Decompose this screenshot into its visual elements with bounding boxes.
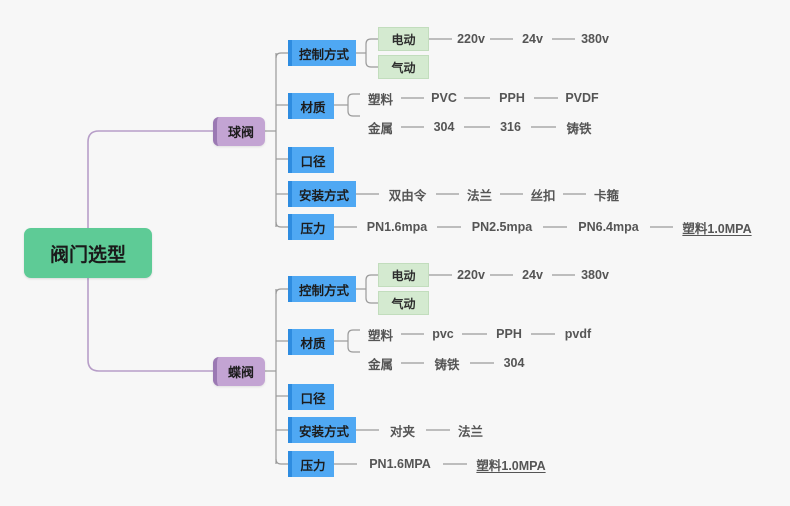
leaf-install-3-ball[interactable]: 丝扣 [530,188,556,203]
leaf-pvdf-butterfly[interactable]: pvdf [564,327,592,341]
node-pressure-ball[interactable]: 压力 [288,214,334,240]
chip-pneumatic-butterfly[interactable]: 气动 [378,291,429,315]
branch-node-butterfly-valve[interactable]: 蝶阀 [213,357,265,386]
leaf-plastic-ball[interactable]: 塑料 [367,92,393,107]
leaf-pph-butterfly[interactable]: PPH [496,327,522,341]
node-install-mode-butterfly[interactable]: 安装方式 [288,417,356,443]
leaf-pressure-2-ball[interactable]: PN2.5mpa [471,220,533,234]
node-install-mode-ball[interactable]: 安装方式 [288,181,356,207]
chip-electric-butterfly[interactable]: 电动 [378,263,429,287]
node-diameter-butterfly[interactable]: 口径 [288,384,334,410]
leaf-metal-ball[interactable]: 金属 [367,121,393,136]
leaf-pvc-ball[interactable]: PVC [431,91,457,105]
node-pressure-butterfly[interactable]: 压力 [288,451,334,477]
leaf-plastic-butterfly[interactable]: 塑料 [367,328,393,343]
chip-pneumatic-ball[interactable]: 气动 [378,55,429,79]
leaf-voltage-220v-ball[interactable]: 220v [457,32,485,46]
leaf-install-4-ball[interactable]: 卡箍 [593,188,619,203]
leaf-install-1-butterfly[interactable]: 对夹 [389,424,415,439]
leaf-install-2-butterfly[interactable]: 法兰 [457,424,483,439]
leaf-voltage-380v-ball[interactable]: 380v [581,32,609,46]
leaf-metal-butterfly[interactable]: 金属 [367,357,393,372]
leaf-voltage-220v-butterfly[interactable]: 220v [457,268,485,282]
leaf-voltage-24v-ball[interactable]: 24v [522,32,543,46]
leaf-install-2-ball[interactable]: 法兰 [466,188,492,203]
leaf-voltage-380v-butterfly[interactable]: 380v [581,268,609,282]
leaf-pph-ball[interactable]: PPH [499,91,525,105]
node-control-mode-ball[interactable]: 控制方式 [288,40,356,66]
leaf-pressure-1-ball[interactable]: PN1.6mpa [366,220,428,234]
leaf-pressure-3-ball[interactable]: PN6.4mpa [578,220,639,234]
leaf-316-ball[interactable]: 316 [500,120,521,134]
leaf-pressure-4-ball[interactable]: 塑料1.0MPA [682,221,752,236]
leaf-pressure-2-butterfly[interactable]: 塑料1.0MPA [476,458,546,473]
leaf-pressure-1-butterfly[interactable]: PN1.6MPA [369,457,431,471]
leaf-304-ball[interactable]: 304 [433,120,455,134]
leaf-pvc-butterfly[interactable]: pvc [432,327,454,341]
node-diameter-ball[interactable]: 口径 [288,147,334,173]
root-node[interactable]: 阀门选型 [24,228,152,278]
node-control-mode-butterfly[interactable]: 控制方式 [288,276,356,302]
node-material-ball[interactable]: 材质 [288,93,334,119]
leaf-cast-iron-butterfly[interactable]: 铸铁 [434,357,460,372]
chip-electric-ball[interactable]: 电动 [378,27,429,51]
leaf-304-butterfly[interactable]: 304 [503,356,525,370]
leaf-pvdf-ball[interactable]: PVDF [565,91,599,105]
node-material-butterfly[interactable]: 材质 [288,329,334,355]
leaf-cast-iron-ball[interactable]: 铸铁 [566,121,592,136]
branch-node-ball-valve[interactable]: 球阀 [213,117,265,146]
leaf-voltage-24v-butterfly[interactable]: 24v [522,268,543,282]
leaf-install-1-ball[interactable]: 双由令 [388,188,427,203]
